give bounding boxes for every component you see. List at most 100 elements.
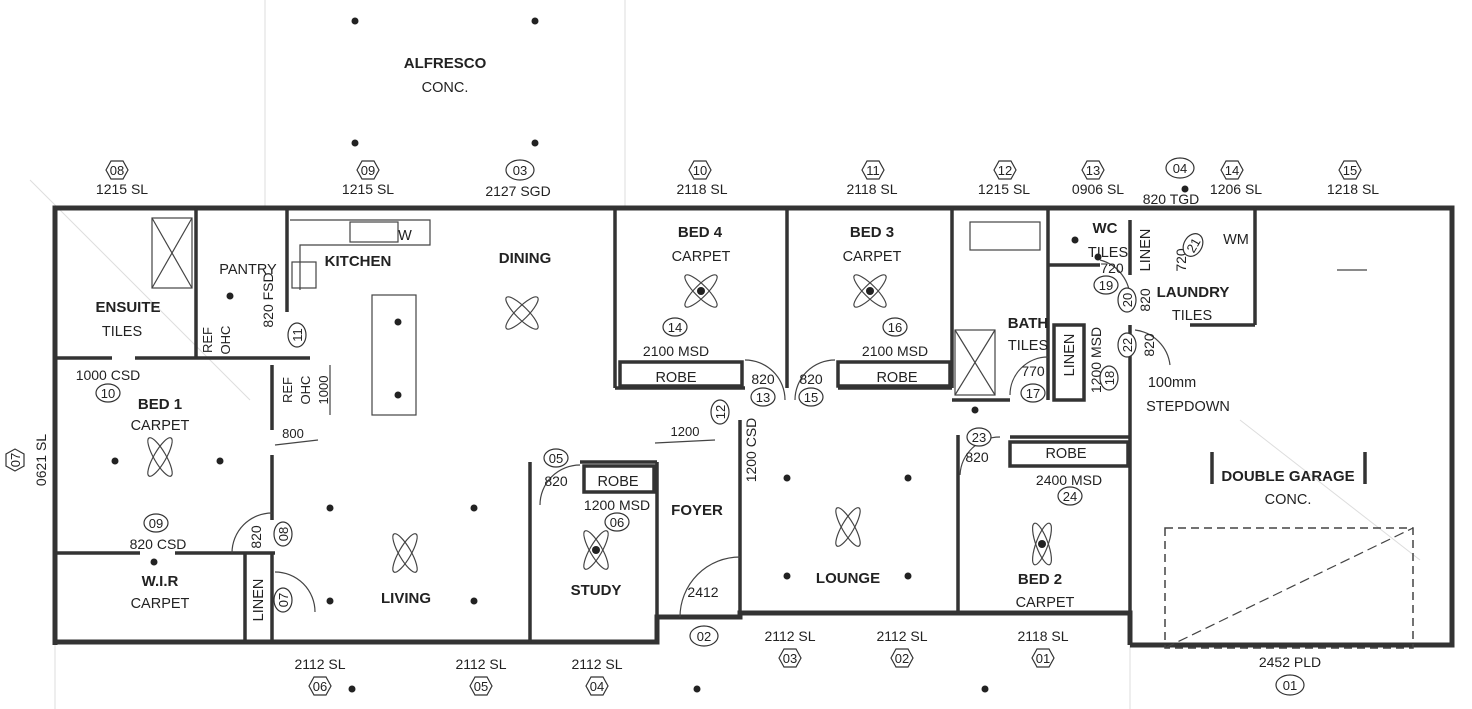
svg-text:06: 06 — [313, 679, 327, 694]
fridge-label: REF — [200, 327, 215, 353]
room-lounge: LOUNGE — [816, 570, 880, 587]
ceiling-fan-icon — [583, 530, 609, 570]
svg-text:02: 02 — [895, 651, 909, 666]
door-tag: 08 — [273, 521, 293, 547]
svg-text:07: 07 — [276, 593, 291, 607]
dishwasher-label: W — [398, 228, 412, 244]
svg-text:23: 23 — [972, 430, 986, 445]
window-label: 2118 SL — [1017, 628, 1068, 644]
door-tag: 02 — [689, 625, 719, 647]
room-floor: TILES — [102, 324, 142, 340]
window-label: 2127 SGD — [485, 183, 550, 199]
dimension-label: 1000 — [316, 376, 331, 405]
svg-text:09: 09 — [149, 516, 163, 531]
door-label: 820 — [799, 371, 823, 387]
door-label: 2100 MSD — [643, 343, 709, 359]
door-tag: 07 — [273, 587, 293, 613]
ceiling-fan-icon — [853, 274, 887, 308]
door-label: 2452 PLD — [1259, 654, 1321, 670]
window-tag: 06 — [308, 676, 332, 696]
svg-text:13: 13 — [1086, 163, 1100, 178]
door-label: 820 — [1137, 288, 1153, 312]
svg-text:12: 12 — [713, 405, 728, 419]
svg-text:24: 24 — [1063, 489, 1077, 504]
window-tag: 09 — [356, 160, 380, 180]
door-tag: 06 — [604, 512, 630, 532]
door-tag: 04 — [1165, 157, 1195, 179]
svg-text:15: 15 — [804, 390, 818, 405]
door-label: 720 — [1100, 260, 1124, 276]
door-label: 820 TGD — [1143, 191, 1200, 207]
door-label: 820 — [751, 371, 775, 387]
door-tag: 16 — [882, 317, 908, 337]
svg-text:04: 04 — [590, 679, 604, 694]
room-living: LIVING — [381, 590, 431, 607]
svg-text:03: 03 — [513, 163, 527, 178]
overhead-cupboard-label: OHC — [218, 326, 233, 355]
window-tag: 04 — [585, 676, 609, 696]
roof-outline — [29, 0, 1421, 709]
door-tag: 19 — [1093, 275, 1119, 295]
door-tag: 23 — [966, 427, 992, 447]
door-label: 820 — [965, 449, 989, 465]
door-tag: 03 — [505, 159, 535, 181]
window-tag: 02 — [890, 648, 914, 668]
door-tag: 20 — [1117, 287, 1137, 313]
ceiling-fans — [147, 274, 1053, 573]
door-label: 2412 — [687, 584, 718, 600]
svg-text:11: 11 — [290, 328, 305, 342]
door-label: 1200 CSD — [743, 418, 759, 483]
svg-text:17: 17 — [1026, 386, 1040, 401]
room-pantry: PANTRY — [219, 262, 277, 278]
door-tag: 11 — [287, 322, 307, 348]
svg-text:19: 19 — [1099, 278, 1113, 293]
door-tag: 10 — [95, 383, 121, 403]
window-label: 1215 SL — [96, 181, 148, 197]
door-label: 1200 MSD — [584, 497, 650, 513]
ceiling-fan-icon — [684, 274, 718, 308]
robe-label: ROBE — [1045, 446, 1086, 462]
window-tag: 01 — [1031, 648, 1055, 668]
svg-text:02: 02 — [697, 629, 711, 644]
door-label: 820 CSD — [130, 536, 187, 552]
room-garage: DOUBLE GARAGE — [1221, 468, 1354, 485]
linen-label: LINEN — [1138, 229, 1154, 272]
room-ensuite: ENSUITE — [95, 299, 160, 316]
window-tag: 03 — [778, 648, 802, 668]
room-floor: CARPET — [131, 596, 190, 612]
window-label: 1215 SL — [978, 181, 1030, 197]
window-tag: 14 — [1220, 160, 1244, 180]
door-tag: 15 — [798, 387, 824, 407]
room-floor: TILES — [1172, 308, 1212, 324]
room-bed4: BED 4 — [678, 224, 723, 241]
robe-label: ROBE — [876, 370, 917, 386]
door-label: 2100 MSD — [862, 343, 928, 359]
door-label: 820 FSD — [260, 272, 276, 327]
door-tag: 17 — [1020, 383, 1046, 403]
alfresco-surface: CONC. — [422, 80, 469, 96]
svg-text:18: 18 — [1102, 371, 1117, 385]
window-label: 2118 SL — [676, 181, 727, 197]
window-label: 2112 SL — [876, 628, 927, 644]
stepdown-note: 100mm — [1148, 375, 1196, 391]
room-bed2: BED 2 — [1018, 571, 1062, 588]
room-bath: BATH — [1008, 315, 1049, 332]
room-floor: CONC. — [1265, 492, 1312, 508]
svg-text:01: 01 — [1283, 678, 1297, 693]
door-tag: 05 — [543, 448, 569, 468]
room-floor: CARPET — [131, 418, 190, 434]
fixture-labels: ROBE ROBE ROBE ROBE LINEN LINEN LINEN RE… — [200, 221, 1154, 622]
dimension-label: 1200 — [671, 424, 700, 439]
door-label: 2400 MSD — [1036, 472, 1102, 488]
window-tag: 11 — [861, 160, 885, 180]
svg-text:22: 22 — [1120, 338, 1135, 352]
window-label: 2112 SL — [764, 628, 815, 644]
door-tag: 22 — [1117, 332, 1137, 358]
room-wc: WC — [1093, 220, 1118, 237]
svg-text:10: 10 — [101, 386, 115, 401]
linen-label: LINEN — [251, 579, 267, 622]
svg-text:06: 06 — [610, 515, 624, 530]
door-tag: 21 — [1182, 233, 1204, 257]
overhead-cupboard-label: OHC — [298, 376, 313, 405]
fridge-label: REF — [280, 377, 295, 403]
